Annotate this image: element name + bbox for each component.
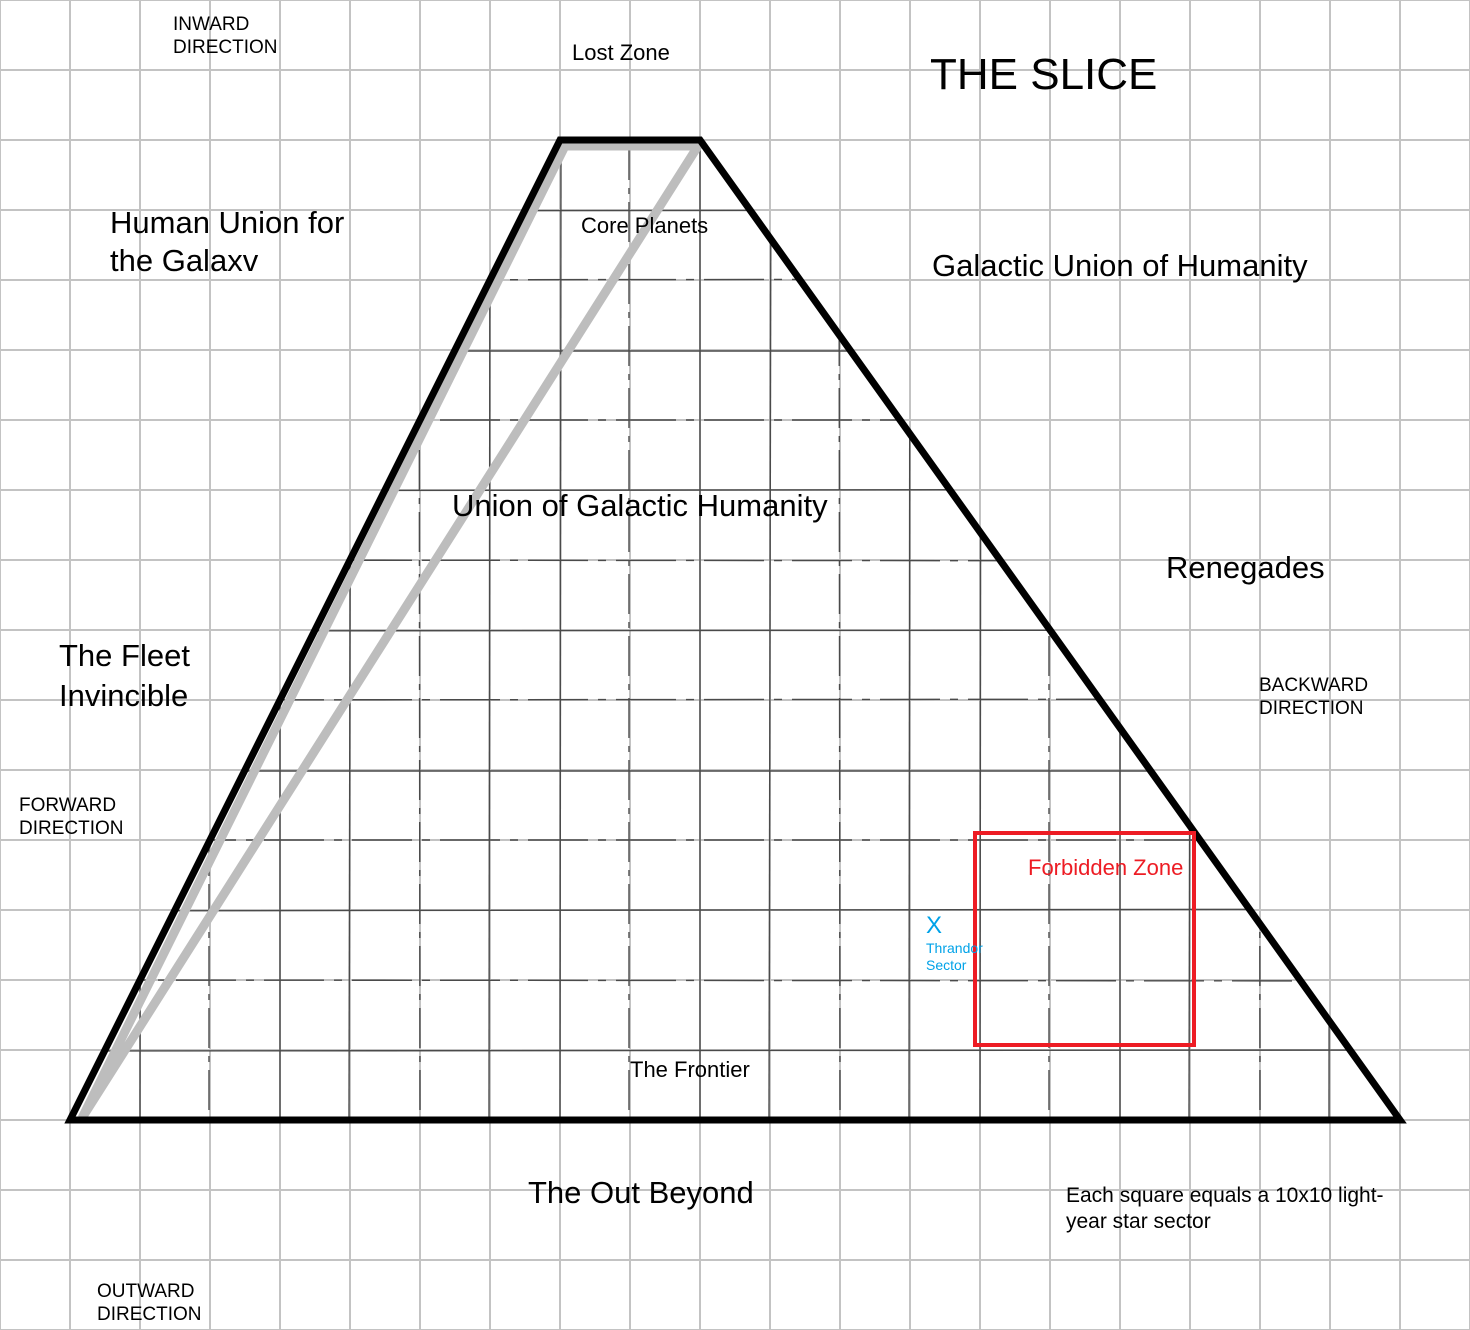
out-beyond-label: The Out Beyond [528, 1175, 754, 1210]
inner-grid-line-horizontal [70, 698, 1400, 701]
inner-grid-line-horizontal [70, 908, 1400, 912]
lost-zone-label: Lost Zone [572, 40, 670, 65]
outward-line1: OUTWARD [97, 1281, 195, 1302]
human-union-line2: the Galaxv [110, 243, 259, 278]
union-galactic-label: Union of Galactic Humanity [452, 488, 828, 523]
renegades-label: Renegades [1166, 550, 1325, 585]
forbidden-zone-label: Forbidden Zone [1028, 855, 1184, 880]
forbidden-zone-box [973, 831, 1196, 1047]
thrandor-line2: Sector [926, 957, 967, 973]
galactic-union-label: Galactic Union of Humanity [932, 248, 1308, 283]
backward-line1: BACKWARD [1259, 675, 1369, 696]
thrandor-marker-icon: X [926, 912, 943, 939]
inward-line1: INWARD [173, 14, 250, 35]
fleet-line2: Invincible [59, 678, 189, 713]
inward-line2: DIRECTION [173, 37, 278, 58]
thrandor-line1: Thrandor [926, 940, 983, 956]
scale-note: Each square equals a 10x10 light-year st… [1066, 1183, 1384, 1235]
slice-outline [64, 136, 1407, 1124]
inner-grid-line-horizontal [70, 559, 1400, 562]
slice-shadow [77, 141, 707, 1121]
core-planets-label: Core Planets [581, 213, 709, 238]
forward-line1: FORWARD [19, 795, 117, 816]
inner-grid-line-horizontal [70, 278, 1400, 281]
inner-grid-line-horizontal [70, 979, 1400, 982]
human-union-line1: Human Union for [110, 205, 345, 240]
forward-line2: DIRECTION [19, 818, 124, 839]
frontier-label: The Frontier [630, 1057, 750, 1082]
fleet-line1: The Fleet [59, 638, 190, 673]
backward-line2: DIRECTION [1259, 698, 1364, 719]
outward-line2: DIRECTION [97, 1304, 202, 1325]
inner-grid-line-horizontal [70, 1049, 1400, 1052]
scale-note-line1: Each square equals a 10x10 light- [1066, 1184, 1384, 1207]
scale-note-line2: year star sector [1066, 1210, 1211, 1233]
page-title: THE SLICE [930, 50, 1158, 99]
